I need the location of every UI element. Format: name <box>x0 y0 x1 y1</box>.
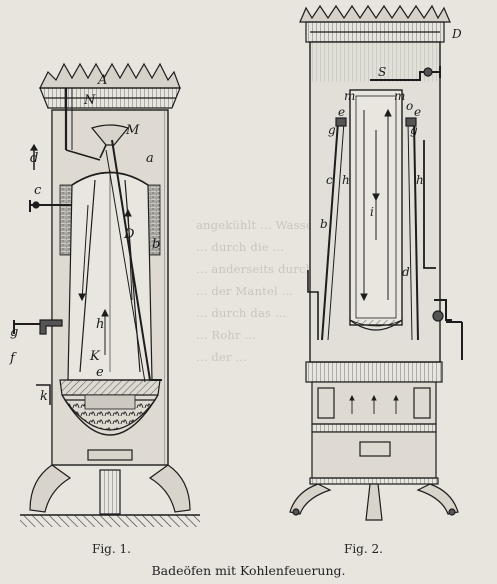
fig2-label-m-left: m <box>344 89 355 103</box>
fig1-label-e: e <box>96 365 104 380</box>
fig2-label-e-right: e <box>414 105 421 119</box>
fig2-label-o: o <box>406 99 413 113</box>
fig2-label-i: i <box>370 205 374 219</box>
fig2-label-h-right: h <box>416 173 424 187</box>
figure-2-caption: Fig. 2. <box>344 542 383 556</box>
figure-2-drawing <box>289 4 463 521</box>
fig1-label-f: f <box>9 351 17 366</box>
fig1-label-k: k <box>40 389 48 404</box>
fig2-label-d: d <box>402 265 410 279</box>
fig2-label-h-left: h <box>342 173 350 187</box>
fig2-label-S: S <box>378 65 386 79</box>
fig1-label-g: g <box>10 325 18 340</box>
fig1-label-c: c <box>34 183 42 198</box>
fig1-label-a: a <box>146 151 154 166</box>
fig1-label-d: d <box>30 151 38 166</box>
fig1-label-K: K <box>89 349 101 364</box>
fig2-label-D: D <box>451 27 462 41</box>
main-caption: Badeöfen mit Kohlenfeuerung. <box>151 563 346 578</box>
figure-1-labels: A N M a D K e b h d c g f k <box>9 73 160 404</box>
fig2-label-b: b <box>320 217 328 231</box>
bleed-through-line: angekühlt ... Wasser ... <box>196 218 334 232</box>
bleed-through-line: ... Rohr ... <box>196 328 257 342</box>
bleed-through-line: ... durch die ... <box>196 240 285 254</box>
fig1-label-b: b <box>152 237 160 252</box>
figure-1-drawing <box>13 62 200 527</box>
fig2-label-e-left: e <box>338 105 345 119</box>
figure-1-caption: Fig. 1. <box>92 542 131 556</box>
fig1-label-D: D <box>123 227 135 242</box>
figure-2-labels: D S m m e e g g o c h h i b d <box>320 27 462 279</box>
bleed-through-line: ... durch das ... <box>196 306 287 320</box>
fig2-label-g-left: g <box>328 123 336 137</box>
fig2-label-g-right: g <box>410 123 418 137</box>
bleed-through-line: ... der ... <box>196 350 248 364</box>
fig1-label-h: h <box>96 317 104 332</box>
fig1-label-M: M <box>125 123 140 138</box>
fig1-label-N: N <box>83 93 96 108</box>
fig2-label-c: c <box>326 173 333 187</box>
bleed-through-line: ... der Mantel ... <box>196 284 294 298</box>
bleed-through-line: ... anderseits durch ... <box>196 262 329 276</box>
fig1-label-A: A <box>97 73 107 88</box>
fig2-label-m-right: m <box>394 89 405 103</box>
